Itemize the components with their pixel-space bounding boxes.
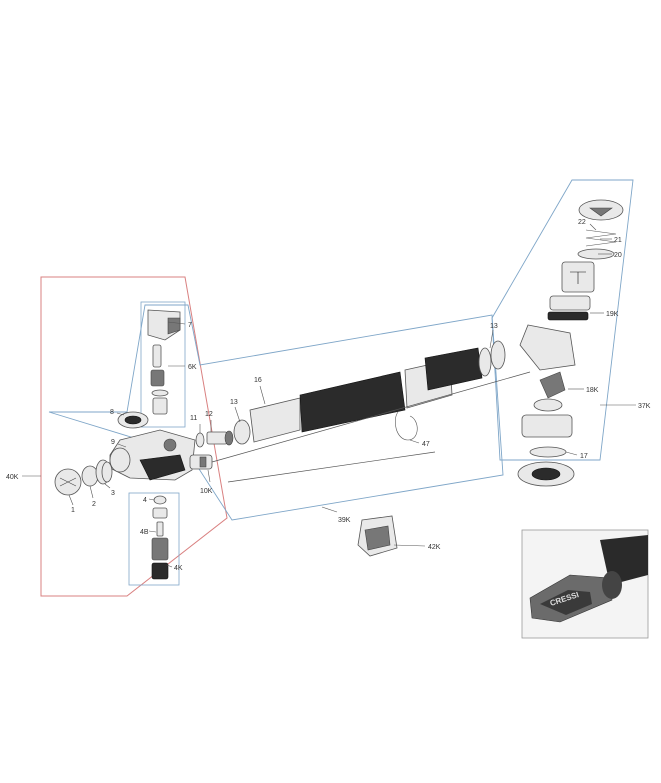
callout-4: 4 [143,497,147,504]
part-4k-valve [151,495,169,580]
part-9-body [109,429,196,481]
callout-1: 1 [71,507,75,514]
callout-10k: 10K [200,488,213,495]
kit-39k-outline [48,304,504,521]
callout-20: 20 [614,252,622,259]
callout-37k: 37K [638,403,651,410]
callout-8: 8 [110,409,114,416]
part-19k-kit [547,261,595,321]
callout-13-right: 13 [490,323,498,330]
callout-2: 2 [92,501,96,508]
callout-13-left: 13 [230,399,238,406]
callout-11: 11 [190,415,197,422]
callout-9: 9 [111,439,115,446]
callout-18k: 18K [586,387,599,394]
callout-7: 7 [188,322,192,329]
callout-22: 22 [578,219,586,226]
part-2-ring [81,465,99,487]
callout-21: 21 [614,237,622,244]
callout-6k: 6K [188,364,197,371]
part-10k-seat [189,454,213,470]
part-22-cap [578,199,624,221]
callout-4k: 4K [174,565,183,572]
kit-4k-box [128,492,180,586]
part-42k-mouthpiece [357,515,398,557]
callout-labels: 1 2 3 4 4B 4K 6K 7 8 9 10K 11 12 13 13 1… [6,219,651,572]
callout-39k: 39K [338,517,351,524]
callout-19k: 19K [606,311,619,318]
kit-37k-outline [491,179,634,461]
part-11-oring [195,432,205,448]
callout-4b: 4B [140,529,149,536]
part-6k-valve [150,344,169,415]
kit-40k-outline [40,276,228,597]
rod-upper [211,371,531,463]
callout-47: 47 [422,441,430,448]
part-7-cap [147,309,181,341]
callout-16: 16 [254,377,262,384]
kit-6k-box [140,301,186,428]
callout-12: 12 [205,411,213,418]
part-20-seat [577,248,615,260]
part-3-diaphragm [95,459,113,485]
leader-lines [22,223,636,568]
part-16-hose [233,340,506,445]
part-21-spring [585,229,617,247]
part-47-clip [395,411,418,441]
callout-3: 3 [111,490,115,497]
rod-lower [227,451,436,483]
part-1-cover [54,468,82,496]
part-8-ring [117,411,149,429]
callout-40k: 40K [6,474,19,481]
inset-photo: CRESSI [521,529,649,639]
part-18k-housing [517,324,576,487]
callout-42k: 42K [428,544,441,551]
callout-17: 17 [580,453,588,460]
part-12-fitting [206,430,234,446]
